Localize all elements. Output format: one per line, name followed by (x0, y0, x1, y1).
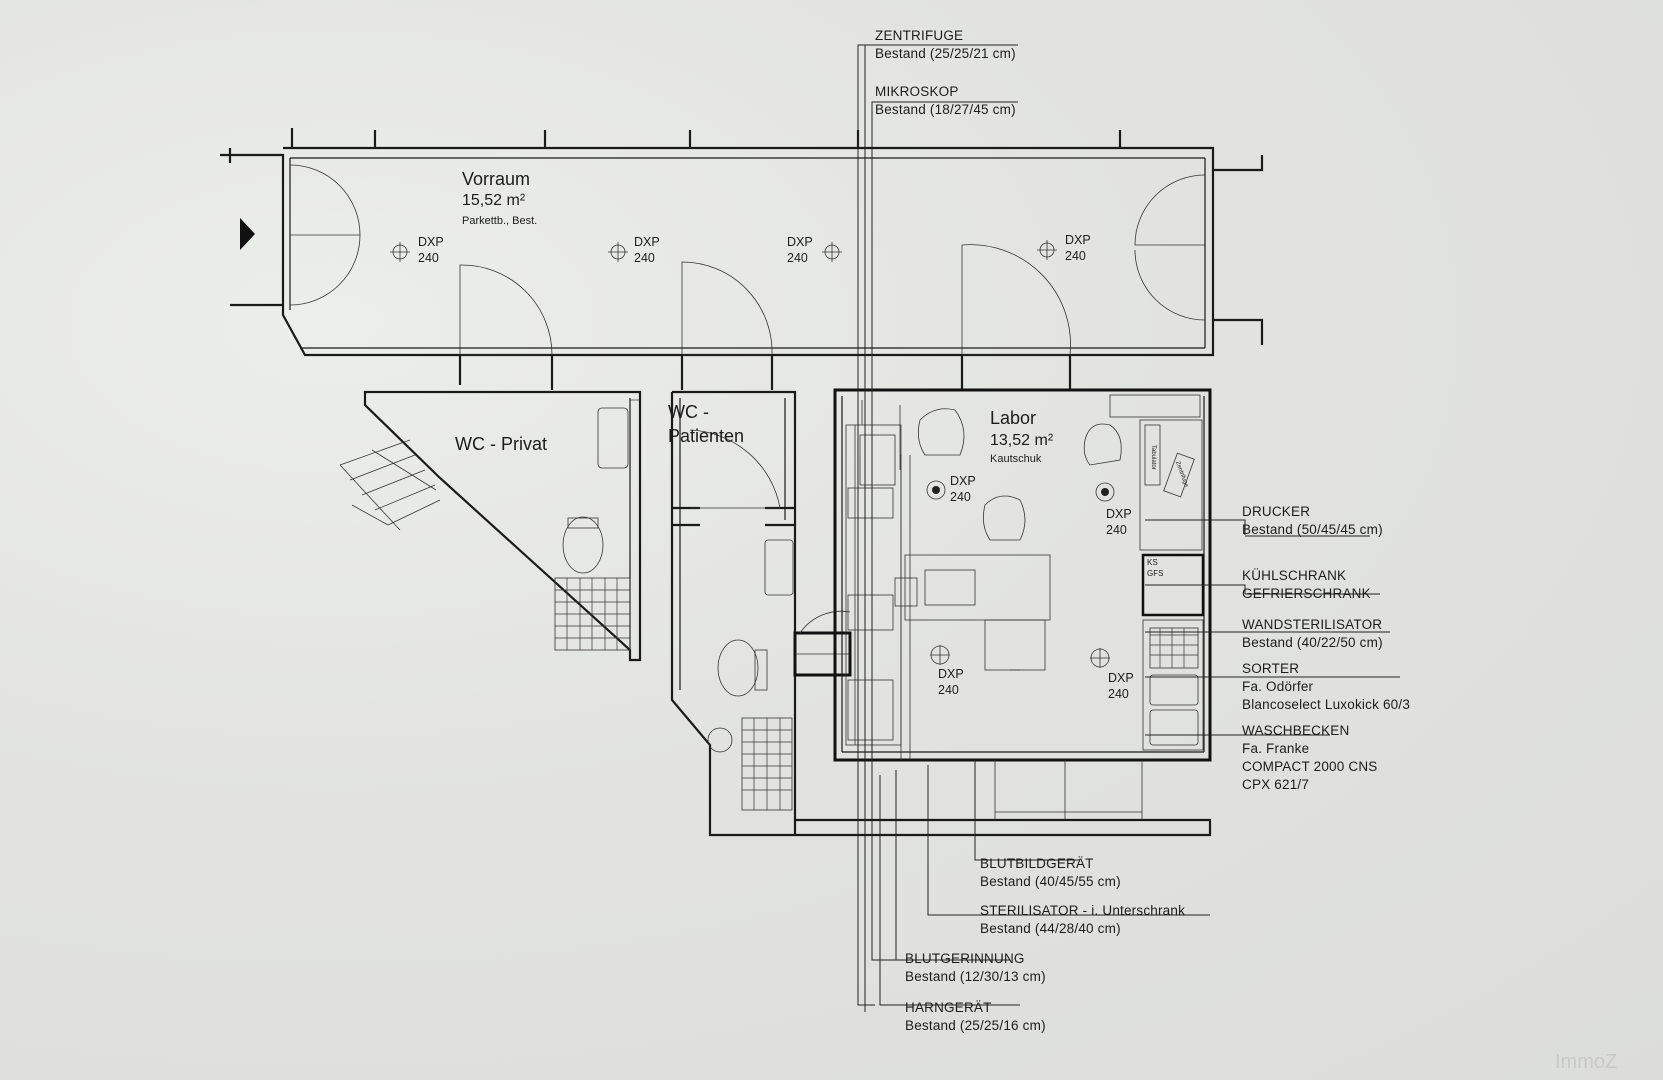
room-floor-vorraum: Parkettb., Best. (462, 215, 537, 227)
equipment-name: WASCHBECKEN (1242, 723, 1349, 738)
box-label-1: Tabulator (1150, 445, 1156, 470)
dxp-code: DXP (1108, 671, 1134, 685)
dxp-outlet (1095, 482, 1115, 502)
equipment-detail: Bestand (50/45/45 cm) (1242, 522, 1383, 537)
dxp-outlet (1037, 240, 1057, 260)
equipment-detail-3: CPX 621/7 (1242, 777, 1309, 792)
equipment-name: WANDSTERILISATOR (1242, 617, 1382, 632)
room-floor-labor: Kautschuk (990, 453, 1042, 465)
watermark: ImmoZ (1555, 1051, 1617, 1073)
dxp-code: DXP (787, 235, 813, 249)
dxp-outlet (926, 480, 946, 500)
equipment-detail: Fa. Franke (1242, 741, 1309, 756)
equipment-name: HARNGERÄT (905, 1000, 992, 1015)
dxp-code: DXP (1106, 507, 1132, 521)
equipment-detail: Bestand (25/25/16 cm) (905, 1018, 1046, 1033)
room-name-wc-patienten-line2: Patienten (668, 426, 744, 446)
equipment-detail-2: COMPACT 2000 CNS (1242, 759, 1378, 774)
equipment-name: ZENTRIFUGE (875, 28, 963, 43)
dxp-outlet (930, 645, 950, 665)
ks-tag: KS (1147, 558, 1158, 567)
equipment-labels: ZENTRIFUGE Bestand (25/25/21 cm) MIKROSK… (875, 28, 1410, 1033)
equipment-name: STERILISATOR - i. Unterschrank (980, 903, 1185, 918)
dxp-outlet (608, 242, 628, 262)
dxp-height: 240 (950, 490, 971, 504)
equipment-name: SORTER (1242, 661, 1299, 676)
room-name-wc-privat: WC - Privat (455, 434, 547, 454)
room-area-vorraum: 15,52 m² (462, 192, 526, 209)
vorraum-walls (220, 128, 1264, 357)
equipment-name: BLUTBILDGERÄT (980, 856, 1094, 871)
room-name-vorraum: Vorraum (462, 169, 530, 189)
dxp-code: DXP (938, 667, 964, 681)
wc-privat-walls (339, 390, 642, 662)
equipment-name: KÜHLSCHRANK (1242, 568, 1346, 583)
dxp-labels: DXP 240 DXP 240 DXP 240 DXP 240 DXP 240 … (418, 233, 1134, 701)
wc-patienten-walls (670, 390, 1212, 837)
dxp-height: 240 (418, 251, 439, 265)
dxp-code: DXP (418, 235, 444, 249)
leader-lines (857, 44, 1400, 1012)
equipment-detail: Bestand (12/30/13 cm) (905, 969, 1046, 984)
equipment-name: DRUCKER (1242, 504, 1310, 519)
dxp-height: 240 (634, 251, 655, 265)
equipment-detail: Bestand (18/27/45 cm) (875, 102, 1016, 117)
equipment-detail: Bestand (44/28/40 cm) (980, 921, 1121, 936)
entrance-arrow-icon (240, 218, 255, 250)
equipment-detail-2: Blancoselect Luxokick 60/3 (1242, 697, 1410, 712)
equipment-name: BLUTGERINNUNG (905, 951, 1025, 966)
wc-patienten-tiles (741, 717, 793, 811)
dxp-code: DXP (950, 474, 976, 488)
equipment-detail: GEFRIERSCHRANK (1242, 586, 1371, 601)
dxp-height: 240 (787, 251, 808, 265)
labor-walls (833, 388, 1212, 820)
room-name-wc-patienten-line1: WC - (668, 402, 709, 422)
dxp-height: 240 (1065, 249, 1086, 263)
dxp-outlet (390, 242, 410, 262)
room-area-labor: 13,52 m² (990, 432, 1054, 449)
dxp-height: 240 (1106, 523, 1127, 537)
equipment-detail: Bestand (25/25/21 cm) (875, 46, 1016, 61)
gfs-tag: GFS (1147, 569, 1163, 578)
equipment-detail: Fa. Odörfer (1242, 679, 1314, 694)
wc-privat-tiles (554, 399, 640, 651)
equipment-detail: Bestand (40/45/55 cm) (980, 874, 1121, 889)
inner-doors (458, 244, 1072, 390)
dxp-outlet (822, 242, 842, 262)
dxp-outlets (390, 240, 1115, 668)
dxp-height: 240 (938, 683, 959, 697)
box-label-2: Zentrifuge (1174, 461, 1189, 489)
dxp-code: DXP (634, 235, 660, 249)
dxp-height: 240 (1108, 687, 1129, 701)
room-name-labor: Labor (990, 408, 1036, 428)
dxp-outlet (1090, 648, 1110, 668)
equipment-name: MIKROSKOP (875, 84, 959, 99)
dxp-code: DXP (1065, 233, 1091, 247)
equipment-detail: Bestand (40/22/50 cm) (1242, 635, 1383, 650)
